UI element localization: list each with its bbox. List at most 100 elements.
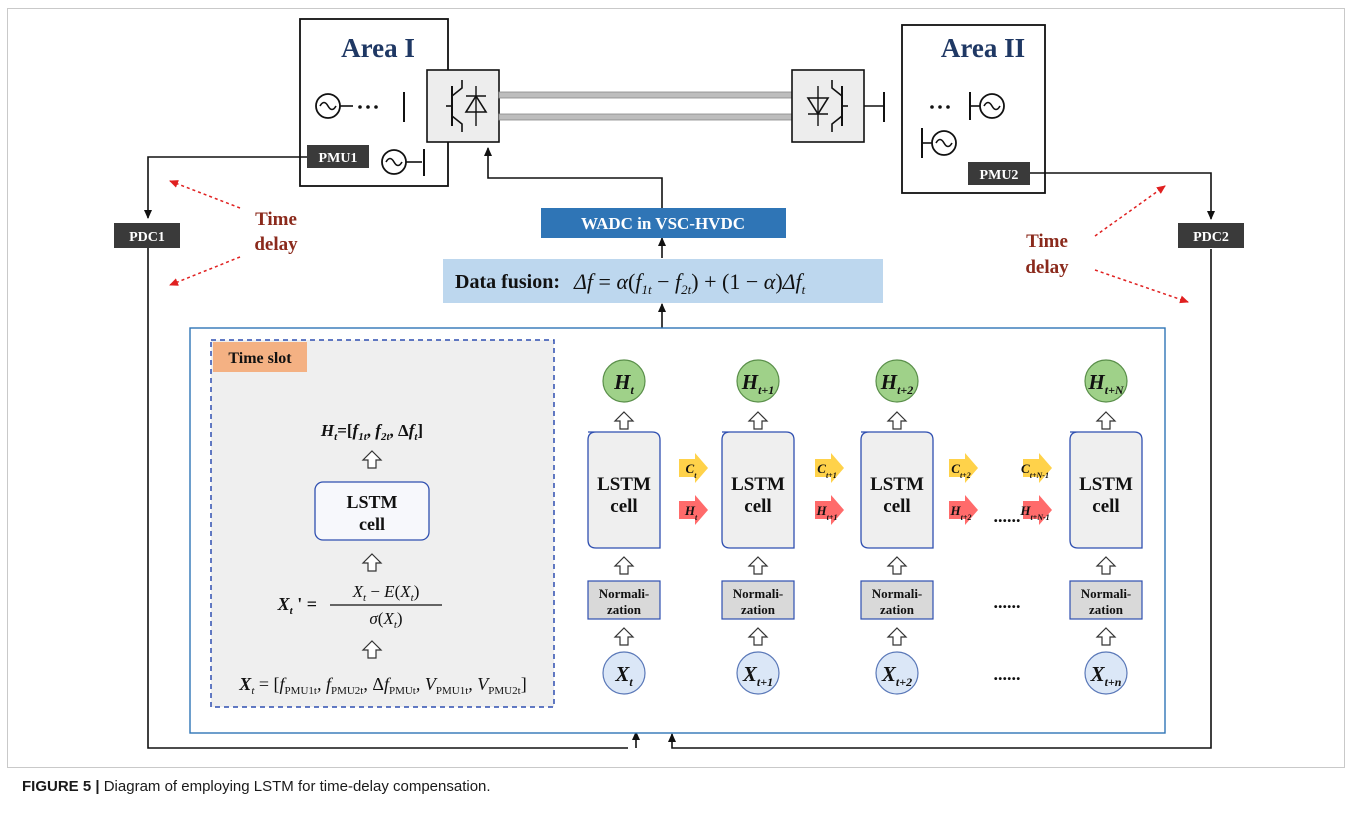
time-slot-lstm-cell xyxy=(314,481,430,541)
svg-text:Ht: Ht xyxy=(684,503,698,522)
normalization-box xyxy=(1069,580,1143,620)
svg-text:cell: cell xyxy=(1092,496,1119,517)
lstm-cell xyxy=(587,431,661,549)
converter-1 xyxy=(426,69,500,143)
ellipsis: ...... xyxy=(994,506,1021,526)
state-arrow: Ht+N-1 xyxy=(1019,495,1052,525)
svg-text:Normali-: Normali- xyxy=(599,586,650,601)
ellipsis: ...... xyxy=(994,592,1021,612)
pmu2-box xyxy=(968,162,1030,185)
state-arrow: Ht+2 xyxy=(949,495,978,525)
lstm-cell xyxy=(1069,431,1143,549)
state-arrow: Ht xyxy=(679,495,708,525)
pdc2-label: PDC2 xyxy=(1193,230,1229,245)
generator-icon xyxy=(921,128,957,158)
signal-wires xyxy=(144,147,1215,749)
converter-2 xyxy=(791,69,865,143)
time-slot-input-formula: Xt = [fPMU1t, fPMU2t, ΔfPMUt, VPMU1t, VP… xyxy=(238,674,526,697)
time-slot-panel: Time slot Ht=[f1t, f2t, Δft] LSTM cell X… xyxy=(210,339,555,708)
pmu2-label: PMU2 xyxy=(980,168,1019,183)
svg-text:Normali-: Normali- xyxy=(872,586,923,601)
caption-label: FIGURE 5 | xyxy=(22,778,100,795)
svg-text:Ht: Ht xyxy=(613,370,634,397)
svg-text:Ct: Ct xyxy=(686,461,698,480)
svg-text:Xt+1: Xt+1 xyxy=(742,662,773,689)
svg-text:cell: cell xyxy=(359,514,385,534)
wadc-box xyxy=(541,208,786,238)
svg-text:LSTM: LSTM xyxy=(731,474,785,495)
svg-text:LSTM: LSTM xyxy=(597,474,651,495)
pdc1-label: PDC1 xyxy=(129,230,165,245)
time-slot-title: Time slot xyxy=(228,350,292,367)
data-fusion-label: Data fusion: xyxy=(455,271,560,293)
svg-text:Xt+n: Xt+n xyxy=(1090,662,1122,689)
state-arrow: Ct+1 xyxy=(815,453,844,483)
svg-text:Ht+N: Ht+N xyxy=(1087,370,1125,397)
svg-text:delay: delay xyxy=(1025,257,1069,278)
svg-text:Ct+N-1: Ct+N-1 xyxy=(1021,461,1049,480)
output-node xyxy=(1084,359,1128,403)
svg-text:delay: delay xyxy=(254,234,298,255)
input-node xyxy=(1084,651,1128,695)
time-slot-tab xyxy=(213,342,307,372)
generator-icon xyxy=(381,149,425,176)
svg-text:Ht+1: Ht+1 xyxy=(816,503,838,522)
normalization-box xyxy=(587,580,661,620)
input-node xyxy=(736,651,780,695)
svg-text:Xt − E(Xt): Xt − E(Xt) xyxy=(352,582,420,604)
lstm-cell xyxy=(860,431,934,549)
generator-icon xyxy=(883,92,1005,122)
time-delay-right: Time delay xyxy=(1025,185,1189,304)
pdc1-box xyxy=(114,223,180,248)
area-1-title: Area I xyxy=(341,33,415,63)
lstm-cell xyxy=(721,431,795,549)
svg-text:σ(Xt): σ(Xt) xyxy=(369,609,402,631)
generator-icon xyxy=(315,92,405,122)
data-fusion-box xyxy=(443,259,883,303)
input-node xyxy=(875,651,919,695)
svg-text:Normali-: Normali- xyxy=(733,586,784,601)
state-arrow: Ct xyxy=(679,453,708,483)
output-node xyxy=(736,359,780,403)
svg-text:Ht+2: Ht+2 xyxy=(880,370,914,397)
svg-text:Time: Time xyxy=(1026,231,1068,252)
svg-text:LSTM: LSTM xyxy=(870,474,924,495)
pmu1-box xyxy=(307,145,369,168)
svg-text:zation: zation xyxy=(880,602,915,617)
figure-frame xyxy=(7,8,1345,768)
svg-text:Normali-: Normali- xyxy=(1081,586,1132,601)
figure-caption: FIGURE 5 | Diagram of employing LSTM for… xyxy=(22,778,1332,795)
ellipsis: ...... xyxy=(994,664,1021,684)
svg-text:Ht+2: Ht+2 xyxy=(950,503,972,522)
svg-text:Ht+1: Ht+1 xyxy=(741,370,775,397)
svg-text:zation: zation xyxy=(607,602,642,617)
svg-text:zation: zation xyxy=(741,602,776,617)
svg-text:LSTM: LSTM xyxy=(1079,474,1133,495)
state-arrow: Ct+2 xyxy=(949,453,978,483)
area-2-title: Area II xyxy=(941,33,1025,63)
output-node xyxy=(875,359,919,403)
caption-text: Diagram of employing LSTM for time-delay… xyxy=(103,778,491,795)
state-arrow: Ct+N-1 xyxy=(1021,453,1052,483)
svg-text:Xt ' =: Xt ' = xyxy=(277,594,317,617)
area-1: Area I PMU1 xyxy=(299,18,449,187)
svg-text:Time: Time xyxy=(255,209,297,230)
svg-text:LSTM: LSTM xyxy=(346,492,397,512)
svg-text:Ht+N-1: Ht+N-1 xyxy=(1019,503,1049,522)
pdc2-box xyxy=(1178,223,1244,248)
input-node xyxy=(602,651,646,695)
svg-text:zation: zation xyxy=(1089,602,1124,617)
normalization-box xyxy=(860,580,934,620)
time-slot-output-formula: Ht=[f1t, f2t, Δft] xyxy=(320,421,423,443)
output-node xyxy=(602,359,646,403)
state-arrow: Ht+1 xyxy=(815,495,844,525)
lstm-chain: HtLSTMcellNormali-zationXtHt+1LSTMcellNo… xyxy=(587,359,1143,695)
normalization-box xyxy=(721,580,795,620)
area-2: Area II PMU2 xyxy=(883,24,1046,194)
pmu1-label: PMU1 xyxy=(319,151,358,166)
svg-text:Ct+1: Ct+1 xyxy=(817,461,836,480)
